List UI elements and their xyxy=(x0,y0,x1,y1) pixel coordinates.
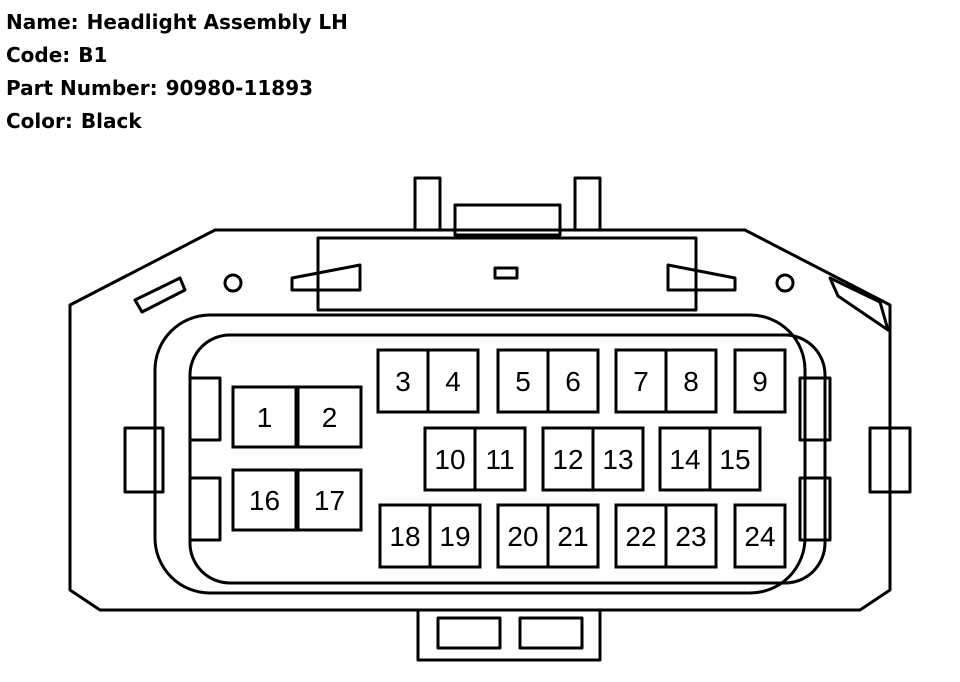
part-number-row: Part Number: 90980-11893 xyxy=(6,72,348,105)
right-hole-icon xyxy=(775,273,795,293)
latch-right-post xyxy=(573,176,602,230)
pin-label-3: 3 xyxy=(395,366,411,397)
left-notch-bottom xyxy=(188,476,222,542)
pin-label-20: 20 xyxy=(507,521,538,552)
color-label: Color: xyxy=(6,109,73,133)
pin-cavity-13 xyxy=(591,426,645,492)
inner-shell-outer xyxy=(153,313,807,595)
pin-label-6: 6 xyxy=(565,366,581,397)
latch-ribs xyxy=(316,236,698,312)
pin-cavity-17 xyxy=(296,468,363,532)
pin-cavity-2 xyxy=(296,385,363,449)
code-row: Code: B1 xyxy=(6,39,348,72)
pin-cavity-6 xyxy=(546,348,600,414)
pin-label-14: 14 xyxy=(669,444,700,475)
pin-label-23: 23 xyxy=(675,521,706,552)
right-notch-top xyxy=(798,376,832,442)
pin-label-21: 21 xyxy=(557,521,588,552)
pin-label-7: 7 xyxy=(633,366,649,397)
pin-label-24: 24 xyxy=(744,521,775,552)
name-value: Headlight Assembly LH xyxy=(86,10,348,34)
color-value: Black xyxy=(80,109,142,133)
pin-cavity-11 xyxy=(473,426,527,492)
pin-label-15: 15 xyxy=(719,444,750,475)
bottom-latch-left-slot xyxy=(436,616,502,650)
latch-block xyxy=(453,203,562,237)
pin-label-19: 19 xyxy=(439,521,470,552)
latch-right-wedge xyxy=(666,263,737,292)
bottom-latch-right-slot xyxy=(518,616,584,650)
pin-label-22: 22 xyxy=(625,521,656,552)
pin-label-2: 2 xyxy=(322,402,338,433)
pin-cavity-23 xyxy=(664,503,718,569)
housing-outline xyxy=(68,228,892,612)
name-label: Name: xyxy=(6,10,79,34)
pin-label-9: 9 xyxy=(752,366,768,397)
pin-label-13: 13 xyxy=(602,444,633,475)
part-number-value: 90980-11893 xyxy=(165,76,314,100)
left-hole-icon xyxy=(223,273,243,293)
pin-cavity-8 xyxy=(664,348,718,414)
code-value: B1 xyxy=(78,43,108,67)
pin-cavity-4 xyxy=(426,348,480,414)
part-number-label: Part Number: xyxy=(6,76,158,100)
pin-label-5: 5 xyxy=(515,366,531,397)
pin-label-4: 4 xyxy=(445,366,461,397)
latch-slot xyxy=(493,266,519,280)
pin-cavity-21 xyxy=(546,503,600,569)
name-row: Name: Headlight Assembly LH xyxy=(6,6,348,39)
connector-info: Name: Headlight Assembly LH Code: B1 Part … xyxy=(6,6,348,138)
pin-label-12: 12 xyxy=(552,444,583,475)
latch-left-wedge xyxy=(290,263,362,292)
pin-label-8: 8 xyxy=(683,366,699,397)
pin-label-18: 18 xyxy=(389,521,420,552)
left-notch-top xyxy=(188,376,222,442)
pin-cavity-1 xyxy=(231,385,298,449)
pin-cavity-24 xyxy=(733,503,787,569)
pin-label-16: 16 xyxy=(249,485,280,516)
pin-cavity-19 xyxy=(428,503,482,569)
pin-cavity-9 xyxy=(733,348,787,414)
pin-cavity-16 xyxy=(231,468,298,532)
pin-label-1: 1 xyxy=(257,402,273,433)
pin-label-10: 10 xyxy=(434,444,465,475)
right-notch-bottom xyxy=(798,476,832,542)
right-ear xyxy=(828,276,890,332)
pin-label-17: 17 xyxy=(314,485,345,516)
inner-shell-inner xyxy=(188,333,827,585)
left-ear xyxy=(133,276,187,314)
code-label: Code: xyxy=(6,43,71,67)
pin-label-11: 11 xyxy=(485,444,514,475)
right-side-tab xyxy=(868,426,912,494)
pin-cavity-15 xyxy=(708,426,762,492)
left-side-tab xyxy=(123,426,165,494)
latch-left-post xyxy=(413,176,442,230)
color-row: Color: Black xyxy=(6,105,348,138)
bottom-latch xyxy=(416,610,602,662)
